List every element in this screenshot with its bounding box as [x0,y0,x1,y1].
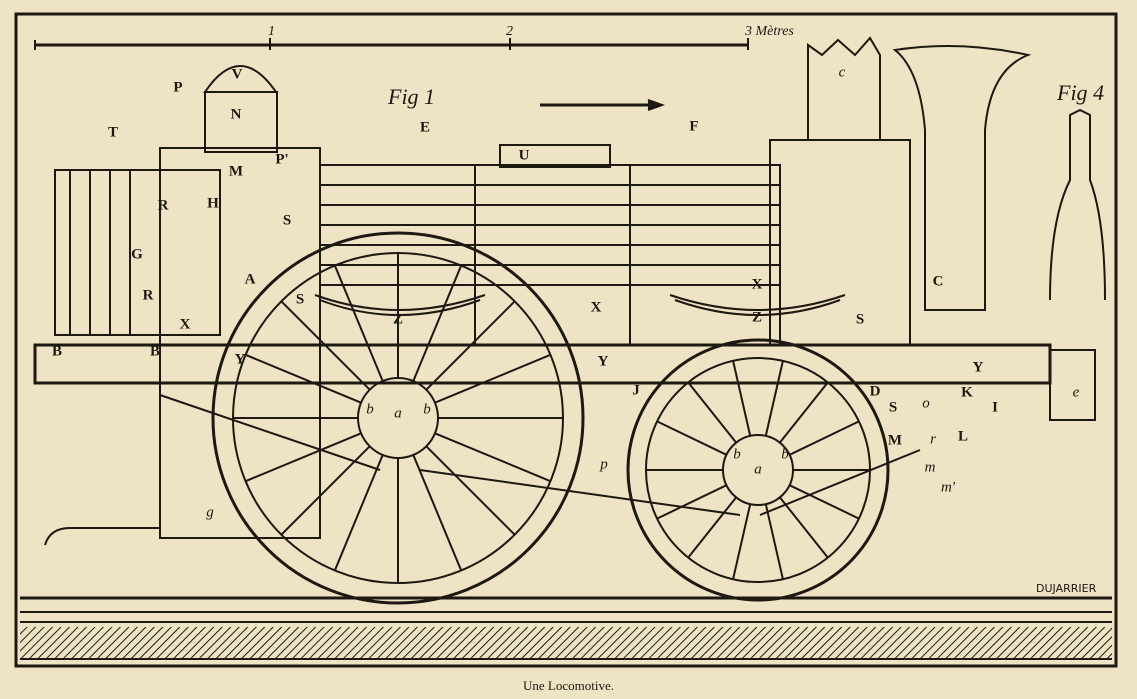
part-label: E [419,119,431,136]
part-label: m [924,459,936,476]
part-label: B [51,343,63,360]
chimney-detail [892,45,1106,311]
part-label: M [228,163,244,180]
part-label: H [207,195,219,212]
buffer [1049,349,1096,421]
steam-dome [203,65,278,153]
part-label: U [518,147,530,164]
smokebox [769,36,911,346]
firebox [54,147,321,539]
feed-pipe [44,527,160,546]
frame-beam [33,343,1052,385]
part-label: Y [234,351,246,368]
part-label: Z [751,309,763,326]
wheel-spoke [779,496,829,559]
wheel-spoke [656,484,727,520]
part-label: S [295,291,305,308]
part-label: b [733,446,741,463]
wheel-spoke [687,381,737,444]
wheel-spoke [425,445,516,536]
rod [159,394,381,471]
wheel-spoke [434,353,551,404]
part-label: P' [275,151,289,168]
plate-frame [14,12,1118,668]
wheel-spoke [687,496,737,559]
part-label: X [179,316,191,333]
leaf-spring [669,294,846,316]
part-label: C [932,273,944,290]
part-label: N [230,106,242,123]
wheel-spoke [280,445,371,536]
part-label: p [600,456,608,473]
part-label: R [142,287,154,304]
part-label: L [957,428,969,445]
part-label: o [922,395,930,412]
boiler [319,144,781,346]
wheel-spoke [412,454,463,571]
part-label: F [689,118,699,135]
wheel-spoke [333,265,384,382]
part-label: S [282,212,292,229]
wheel-spoke [280,300,371,391]
part-label: Y [972,359,984,376]
part-label: r [930,431,936,448]
part-label: T [107,124,119,141]
part-label: Z [392,311,404,328]
fig4-label: Fig 4 [1057,80,1105,105]
wheel-spoke [732,360,752,437]
wheel-spoke [779,381,829,444]
scale-tick-3: 3 Mètres [745,24,794,39]
part-label: b [366,401,374,418]
scale-bar [34,38,749,50]
part-label: Y [597,353,609,370]
part-label: m' [940,479,956,496]
part-label: K [961,384,973,401]
scale-tick-1: 1 [268,24,275,39]
part-label: e [1072,384,1080,401]
part-label: b [781,446,789,463]
part-label: X [751,276,763,293]
part-label: g [206,504,214,521]
part-label: X [590,299,602,316]
engraver-signature: DUJARRIER [1036,582,1097,595]
wheel-spoke [764,360,784,437]
fig1-label: Fig 1 [388,84,436,109]
part-label: S [888,399,898,416]
wheel-spoke [764,503,784,580]
wheel-spoke [412,265,463,382]
part-label: V [231,66,243,83]
rail-track [20,596,1112,660]
part-label: a [394,405,402,422]
wheel-spoke [732,503,752,580]
part-label: b [423,401,431,418]
part-label: P [173,79,183,96]
part-label: A [244,271,256,288]
rod [759,449,921,516]
wheel-spoke [245,432,362,483]
part-label: c [838,64,846,81]
part-label: D [869,383,881,400]
wheel-spoke [434,432,551,483]
leaf-spring [314,294,486,316]
rod [419,469,741,516]
part-label: R [157,197,169,214]
caption: Une Locomotive. [523,678,614,693]
part-label: G [131,246,143,263]
wheel-spoke [789,420,860,456]
part-label: M [887,432,903,449]
part-label: B [149,343,161,360]
part-label: I [992,399,998,416]
part-label: S [855,311,865,328]
wheel-spoke [789,484,860,520]
part-label: J [632,382,640,399]
wheel-spoke [656,420,727,456]
wheel-spoke [245,353,362,404]
part-label: a [754,461,762,478]
wheel-spoke [333,454,384,571]
wheel-spoke [425,300,516,391]
scale-tick-2: 2 [506,24,513,39]
